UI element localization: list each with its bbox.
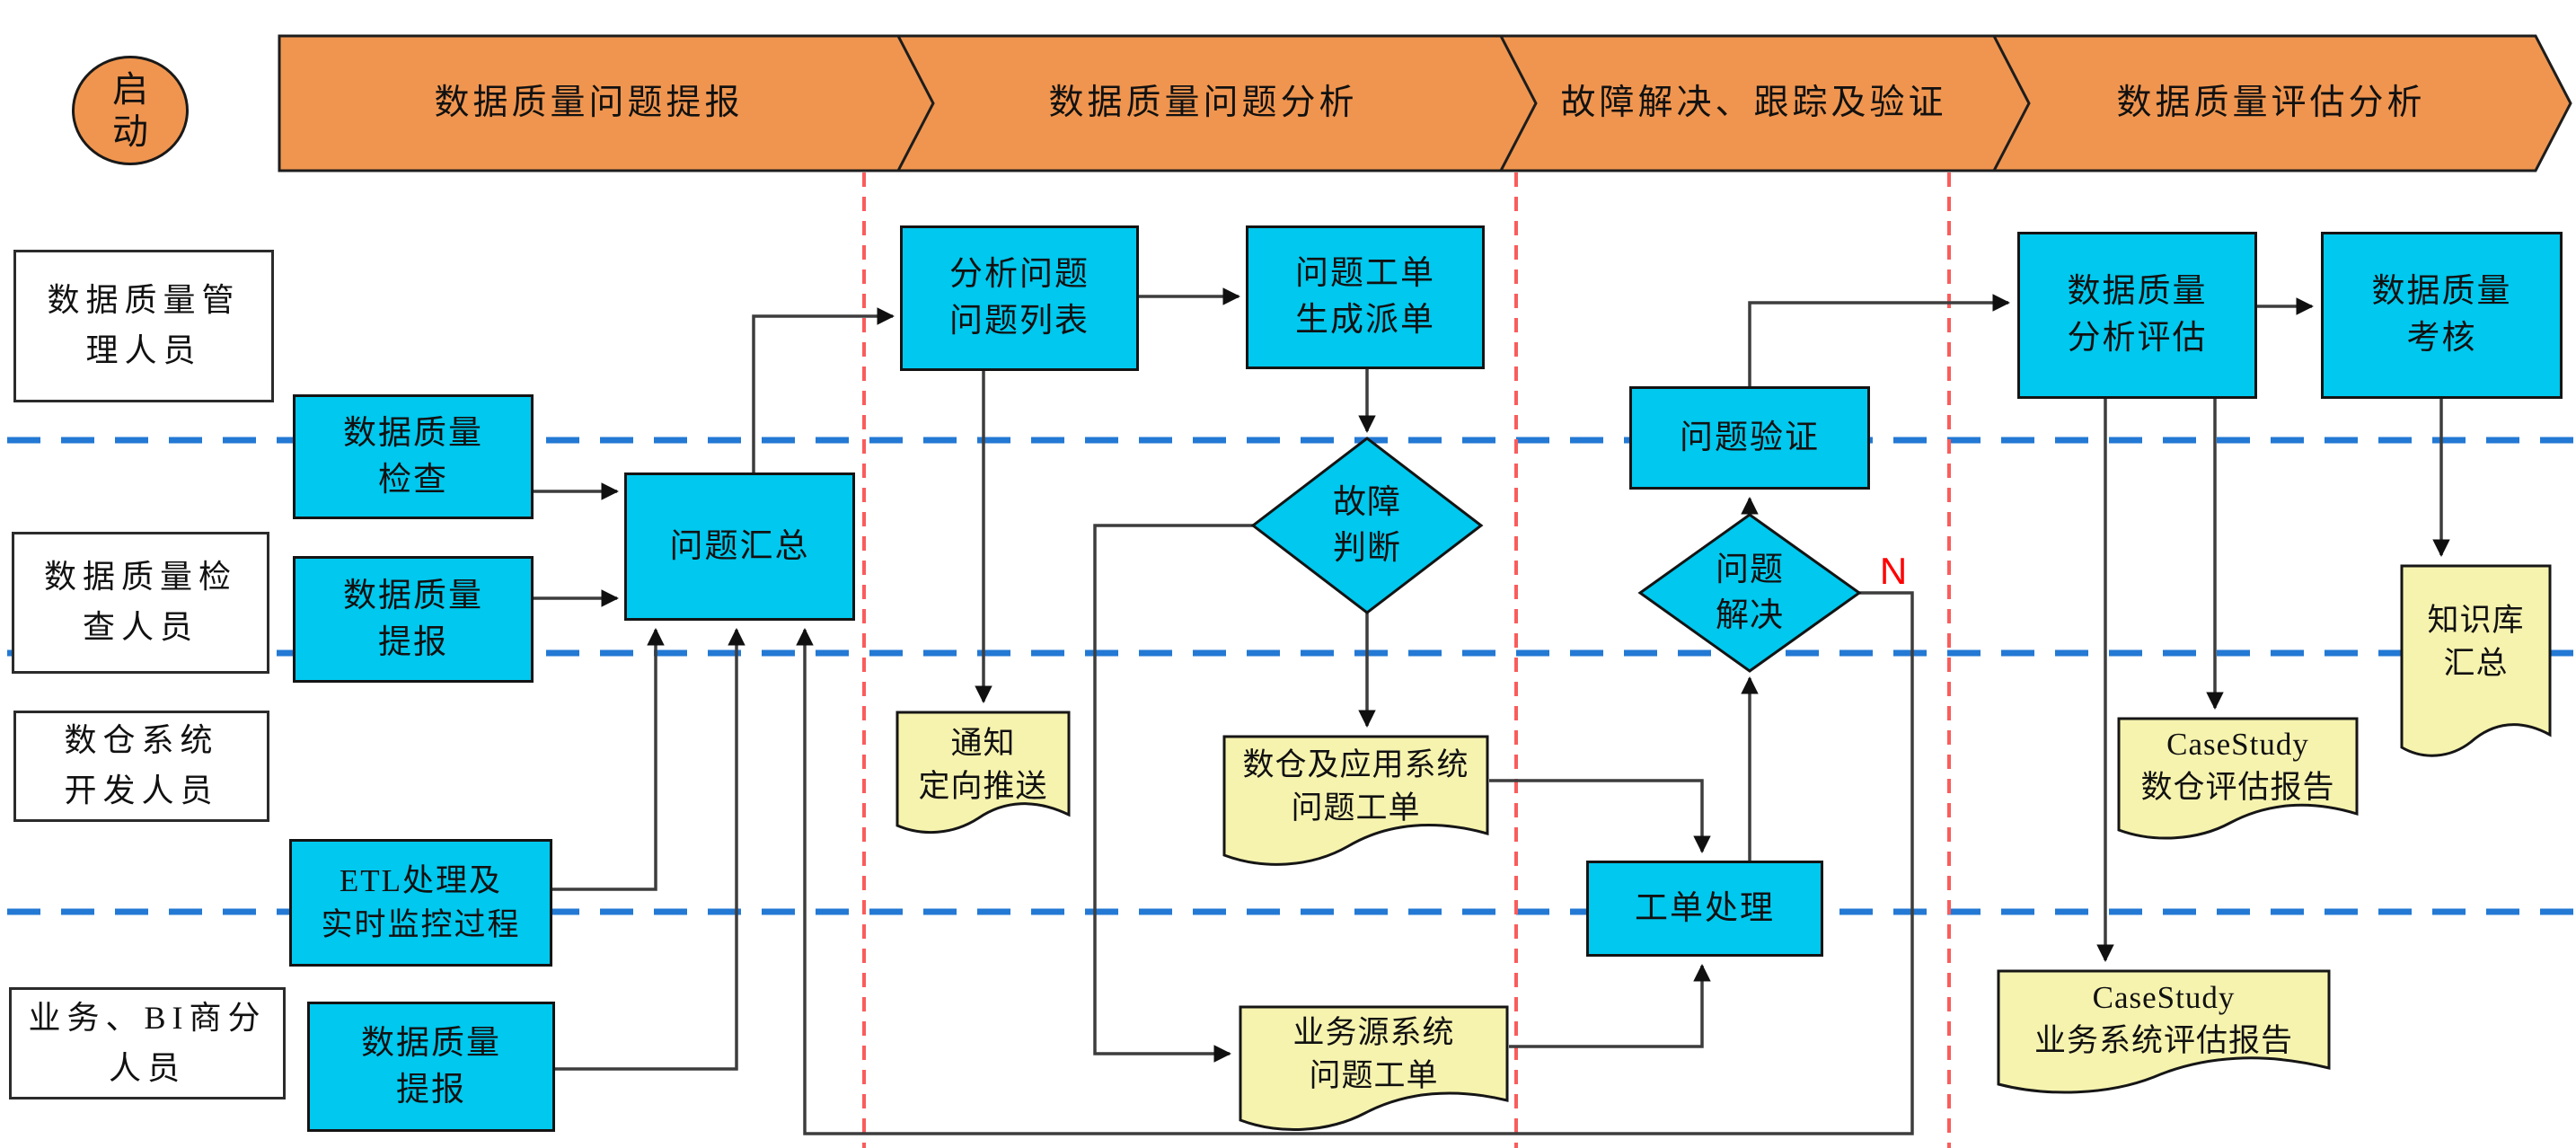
lane-label-business-bi: 业务、BI商分 人员	[9, 987, 286, 1099]
process-issue-summary: 问题汇总	[624, 472, 855, 621]
document-biz-ticket-shape	[1239, 1005, 1509, 1131]
connector-bizreport-to-summary	[555, 628, 745, 1071]
phase-banner-3	[1476, 34, 2031, 172]
start-node: 启 动	[72, 56, 189, 165]
lane-label-quality-managers: 数据质量管 理人员	[13, 250, 274, 402]
process-quality-report-biz: 数据质量 提报	[307, 1002, 555, 1132]
lane-label-quality-checkers: 数据质量检 查人员	[12, 532, 269, 674]
connector-judge-to-bizticket	[1093, 524, 1255, 1063]
connector-summary-to-analyze	[752, 307, 895, 472]
document-dw-ticket-shape	[1222, 735, 1489, 866]
connector-dwticket-to-handle	[1489, 779, 1711, 853]
phase-banner-2	[868, 34, 1538, 172]
connector-no-loop-to-summary	[796, 591, 1914, 1135]
process-etl-monitor: ETL处理及 实时监控过程	[289, 839, 552, 967]
phase-banner-1	[278, 34, 935, 172]
lane-label-dw-developers: 数仓系统 开发人员	[13, 711, 269, 822]
process-quality-check: 数据质量 检查	[293, 394, 534, 519]
connector-etl-to-summary	[552, 628, 665, 891]
document-knowledge-base-shape	[2400, 564, 2552, 757]
process-ticket-generate: 问题工单 生成派单	[1246, 225, 1485, 369]
document-casestudy-dw-shape	[2117, 717, 2359, 840]
connector-bizticket-to-handle	[1509, 964, 1711, 1048]
process-issue-verify: 问题验证	[1629, 386, 1870, 490]
connector-verify-to-eval	[1748, 294, 2010, 386]
process-quality-report: 数据质量 提报	[293, 556, 534, 683]
process-ticket-handle: 工单处理	[1586, 861, 1823, 957]
decision-issue-resolved-shape	[1637, 513, 1862, 673]
process-quality-eval: 数据质量 分析评估	[2017, 232, 2257, 399]
process-quality-assess: 数据质量 考核	[2321, 232, 2563, 399]
document-notify-push-shape	[895, 711, 1071, 835]
process-analyze-issues: 分析问题 问题列表	[900, 225, 1139, 371]
document-casestudy-biz-shape	[1997, 969, 2331, 1094]
phase-banner-4	[1969, 34, 2572, 172]
decision-fault-judge-shape	[1250, 437, 1484, 614]
